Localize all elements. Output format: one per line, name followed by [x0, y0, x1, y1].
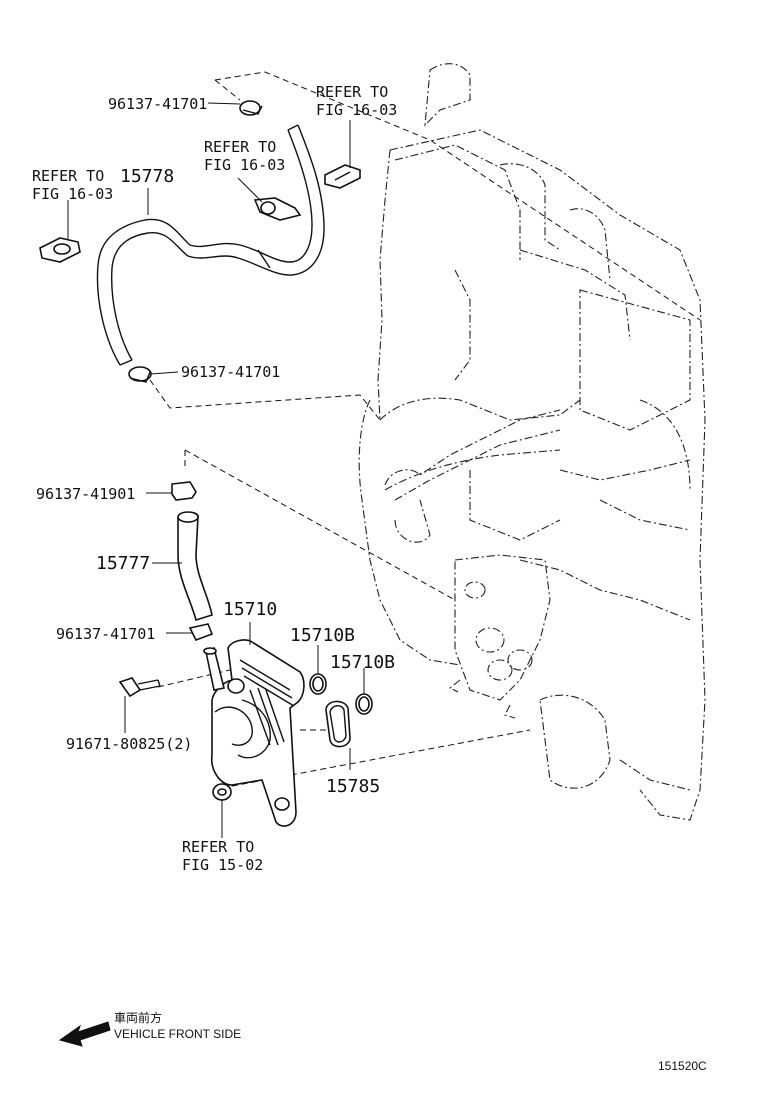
label-front-jp: 車両前方 [114, 1010, 162, 1025]
oil-cooler-15710[interactable] [203, 639, 305, 827]
label-cooler-15710: 15710 [223, 599, 277, 620]
label-refer-top-right-2: FIG 16-03 [316, 101, 397, 119]
clip-refer-mid[interactable] [253, 197, 302, 221]
label-drawing-id: 151520C [658, 1059, 707, 1073]
leader-lines [67, 102, 365, 838]
clamp-96137-41701-mid[interactable] [128, 366, 152, 383]
label-clamp-lower: 96137-41701 [56, 625, 155, 643]
label-refer-bottom-1: REFER TO [182, 838, 254, 856]
label-refer-left-1: REFER TO [32, 167, 104, 185]
label-refer-mid-1: REFER TO [204, 138, 276, 156]
oring-15710B-b[interactable] [355, 693, 373, 715]
label-hose-15777: 15777 [96, 553, 150, 574]
label-oring-a: 15710B [290, 625, 355, 646]
gasket-15785[interactable] [325, 700, 351, 748]
clamp-96137-41901[interactable] [171, 481, 197, 501]
clip-refer-top-right[interactable] [324, 164, 361, 189]
bolt-91671-80825[interactable] [118, 677, 161, 698]
label-hose-15778: 15778 [120, 166, 174, 187]
labels: 96137-41701 REFER TO FIG 16-03 REFER TO … [32, 83, 707, 1073]
label-oring-b: 15710B [330, 652, 395, 673]
oring-15710B-a[interactable] [309, 673, 327, 695]
hose-15777[interactable] [177, 511, 213, 622]
nut-refer-15-02[interactable] [212, 783, 232, 801]
clamp-96137-41701-lower[interactable] [188, 623, 214, 642]
label-clamp-top: 96137-41701 [108, 95, 207, 113]
label-refer-bottom-2: FIG 15-02 [182, 856, 263, 874]
label-bolt: 91671-80825(2) [66, 735, 192, 753]
clamp-96137-41701-top[interactable] [239, 100, 263, 116]
label-clamp-small: 96137-41901 [36, 485, 135, 503]
hose-15778[interactable] [96, 124, 325, 366]
arrow-front-icon [58, 1021, 111, 1047]
clip-refer-left[interactable] [39, 237, 81, 263]
label-front-en: VEHICLE FRONT SIDE [114, 1027, 241, 1041]
label-gasket-15785: 15785 [326, 776, 380, 797]
label-refer-mid-2: FIG 16-03 [204, 156, 285, 174]
label-refer-top-right-1: REFER TO [316, 83, 388, 101]
label-clamp-mid: 96137-41701 [181, 363, 280, 381]
label-refer-left-2: FIG 16-03 [32, 185, 113, 203]
engine-block [358, 63, 706, 821]
